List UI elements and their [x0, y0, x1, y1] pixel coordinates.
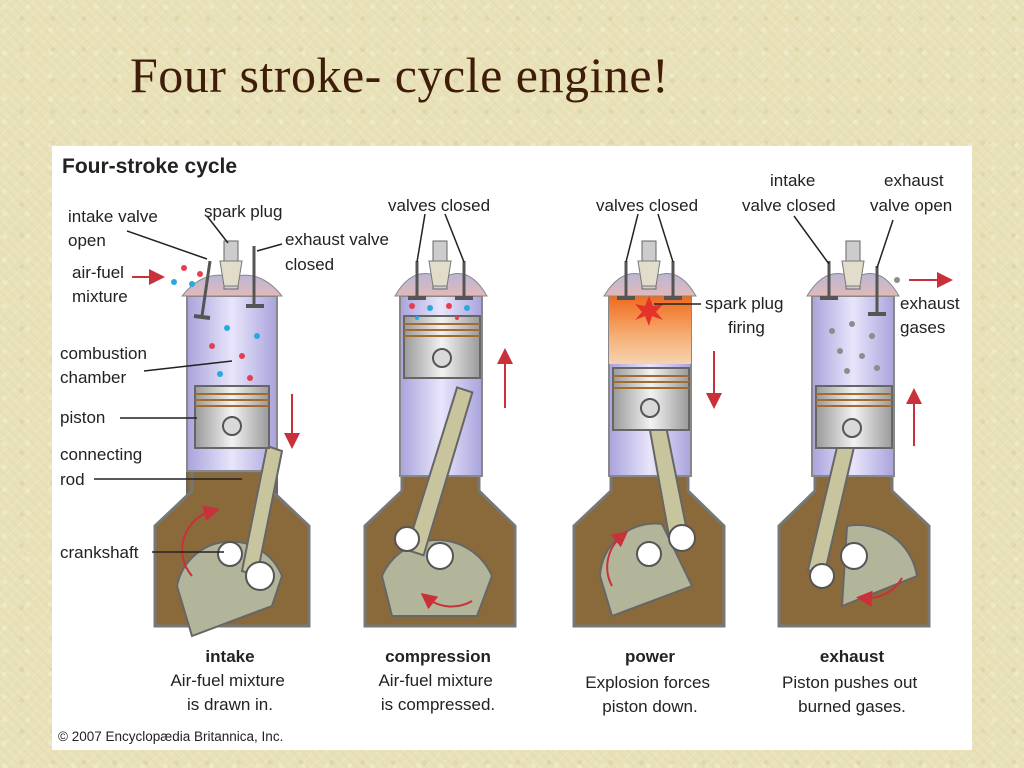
leader-lines: [94, 213, 894, 553]
rotation-arrow: [856, 577, 903, 607]
label-spark-plug-firing: spark plug firing: [705, 294, 788, 337]
labels: intake valve open spark plug exhaust val…: [60, 171, 964, 562]
stroke-compression-name: compression: [385, 647, 491, 666]
stroke-compression-desc: Air-fuel mixture is compressed.: [378, 671, 497, 714]
label-exhaust-valve-closed: exhaust valve closed: [285, 230, 394, 274]
crankshaft: [380, 538, 494, 617]
copyright-notice: © 2007 Encyclopædia Britannica, Inc.: [58, 729, 283, 744]
rotation-arrow: [181, 505, 220, 577]
stroke-exhaust-name: exhaust: [820, 647, 885, 666]
rotation-arrow: [606, 530, 629, 587]
connecting-rod: [405, 386, 474, 557]
engine-compression: [363, 240, 517, 628]
label-valves-closed-power: valves closed: [596, 196, 698, 215]
engine-diagram-panel: Four-stroke cycle: [52, 146, 972, 750]
piston: [815, 385, 893, 449]
piston: [403, 315, 481, 379]
label-intake-valve-closed: intake valve closed: [742, 171, 836, 215]
label-connecting-rod: connecting rod: [60, 445, 147, 489]
label-exhaust-gases: exhaust gases: [900, 294, 964, 337]
stroke-exhaust-desc: Piston pushes out burned gases.: [782, 673, 922, 716]
stroke-intake-desc: Air-fuel mixture is drawn in.: [170, 671, 289, 714]
engine-power: [572, 240, 726, 628]
engine-exhaust: [777, 240, 953, 628]
label-crankshaft: crankshaft: [60, 543, 139, 562]
label-intake-valve-open: intake valve open: [68, 207, 163, 250]
stroke-intake-name: intake: [205, 647, 254, 666]
spark-icon: [635, 296, 663, 326]
engine-intake: [132, 240, 311, 638]
stroke-power-desc: Explosion forces piston down.: [585, 673, 714, 716]
label-air-fuel-mixture: air-fuel mixture: [72, 263, 129, 306]
label-spark-plug: spark plug: [204, 202, 282, 221]
label-valves-closed-compression: valves closed: [388, 196, 490, 215]
stroke-captions: intake Air-fuel mixture is drawn in. com…: [170, 647, 922, 716]
four-stroke-diagram: Four-stroke cycle: [58, 155, 964, 744]
figure-title: Four-stroke cycle: [62, 155, 237, 178]
label-exhaust-valve-open: exhaust valve open: [870, 171, 952, 215]
slide-title: Four stroke- cycle engine!: [130, 47, 670, 103]
label-piston: piston: [60, 408, 105, 427]
label-combustion-chamber: combustion chamber: [60, 344, 152, 387]
stroke-power-name: power: [625, 647, 675, 666]
rotation-arrow: [420, 593, 473, 610]
